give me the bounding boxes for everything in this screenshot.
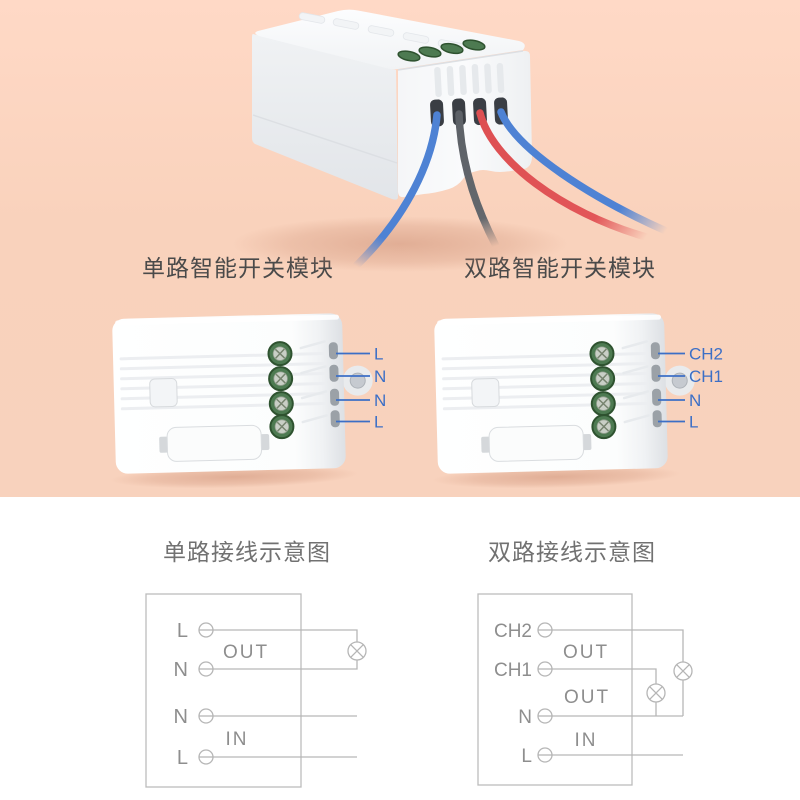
single-diagram-box [145, 593, 302, 788]
dual-terminal-label: N [689, 391, 701, 410]
hero-device [232, 9, 670, 272]
heading-single-diagram: 单路接线示意图 [163, 539, 331, 565]
single-row-label: L [177, 747, 188, 769]
dual-channel-module [426, 310, 699, 493]
dual-out-label-ch1: OUT [564, 687, 610, 708]
single-channel-module [104, 310, 377, 493]
dual-row-label: L [521, 746, 532, 767]
single-row-label: N [174, 659, 188, 681]
red-wire [476, 109, 650, 241]
single-out-label: OUT [223, 642, 269, 663]
dual-in-label: IN [575, 730, 598, 751]
dual-module-terminal-callouts [658, 352, 685, 423]
hero-top-face [255, 9, 525, 70]
single-module-terminal-callouts [336, 352, 370, 423]
dual-terminal-label: CH2 [689, 345, 723, 364]
dual-diagram-box [477, 593, 633, 786]
single-wiring-diagram: L N N L OUT IN [145, 593, 367, 788]
dual-diagram-wires [537, 622, 684, 763]
dual-row-label: CH1 [494, 660, 532, 681]
single-diagram-wires [198, 622, 358, 765]
single-terminal-label: N [374, 391, 386, 410]
hero-seam-lines [252, 50, 524, 164]
dual-terminal-label: CH1 [689, 367, 723, 386]
lamp-icon [347, 641, 367, 661]
dual-out-label-ch2: OUT [563, 642, 609, 663]
blue-wire-right [497, 108, 670, 235]
hero-left-face [252, 34, 398, 200]
gray-wire [455, 110, 500, 250]
hero-top-ridges [298, 12, 465, 51]
single-terminal-label: N [374, 367, 386, 386]
lamp-icon [646, 683, 666, 703]
blue-wire-left [352, 111, 441, 270]
single-terminal-label: L [374, 413, 383, 432]
hero-shadow [232, 216, 568, 272]
lamp-icon [673, 661, 693, 681]
dual-wiring-diagram: CH2 CH1 N L OUT OUT IN [477, 593, 693, 786]
single-terminal-label: L [374, 345, 383, 364]
single-row-label: L [177, 620, 188, 642]
dual-row-label: N [518, 707, 532, 728]
heading-dual-diagram: 双路接线示意图 [488, 539, 656, 565]
single-row-label: N [174, 706, 188, 728]
single-in-label: IN [226, 729, 249, 750]
hero-terminal-screws [397, 39, 486, 62]
dual-terminal-label: L [689, 413, 698, 432]
hero-vents [434, 63, 505, 97]
dual-row-label: CH2 [494, 621, 532, 642]
